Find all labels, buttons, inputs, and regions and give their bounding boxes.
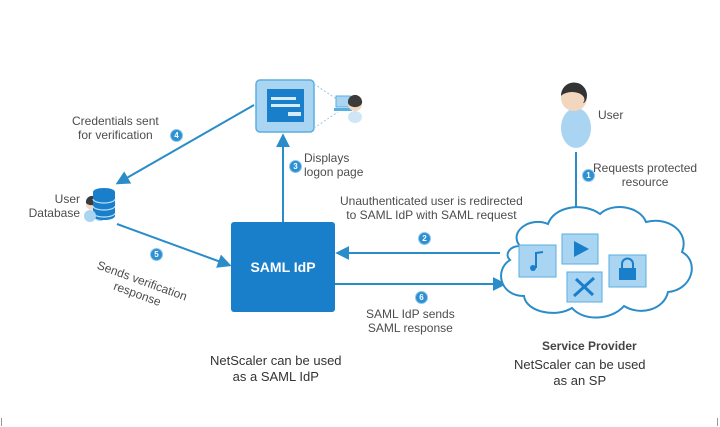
sp-caption: NetScaler can be used as an SP [514, 357, 646, 388]
step-3-label: Displays logon page [304, 151, 364, 179]
step-3-badge: 3 [289, 160, 302, 173]
arrow-credentials-sent [115, 104, 255, 185]
lock-icon [608, 254, 647, 288]
step-2-label: Unauthenticated user is redirected to SA… [340, 194, 523, 222]
step-6-badge: 6 [415, 291, 428, 304]
step-6-label: SAML IdP sends SAML response [366, 307, 455, 335]
step-5-badge: 5 [150, 248, 163, 261]
arrow-verification-response [116, 223, 232, 268]
step-1-label: Requests protected resource [593, 161, 698, 189]
frame-mark-left [1, 418, 2, 426]
user-at-computer-icon [334, 94, 363, 123]
user-label: User [598, 108, 624, 122]
step-1-badge: 1 [582, 169, 595, 182]
user-database-label: User Database [28, 192, 80, 220]
idp-caption: NetScaler can be used as a SAML IdP [210, 353, 342, 384]
user-icon [560, 82, 591, 148]
music-note-icon [518, 244, 557, 278]
tools-icon [566, 271, 603, 303]
frame-mark-right [717, 418, 718, 426]
service-provider-title: Service Provider [542, 339, 637, 353]
saml-idp-label: SAML IdP [250, 259, 316, 275]
play-icon [561, 233, 599, 265]
step-4-badge: 4 [170, 129, 183, 142]
saml-idp-node: SAML IdP [231, 222, 335, 312]
step-2-badge: 2 [418, 232, 431, 245]
step-4-label: Credentials sent for verification [72, 114, 159, 142]
logon-form-icon [255, 79, 339, 133]
database-user-icon [84, 188, 116, 222]
